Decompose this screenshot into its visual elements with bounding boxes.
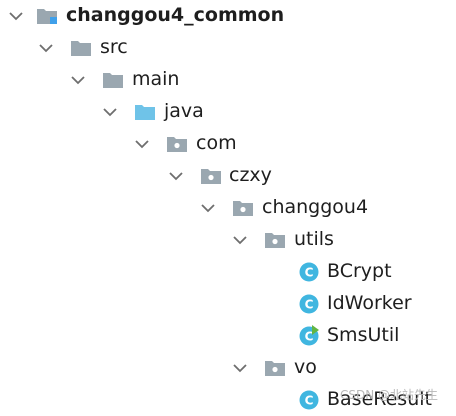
tree-node-czxy[interactable]: czxy [0,160,456,192]
chevron-down-icon[interactable] [232,360,248,376]
class-icon: C [299,294,319,314]
chevron-down-icon[interactable] [102,104,118,120]
tree-node-label: changgou4 [262,196,369,218]
tree-node-label: java [164,100,204,122]
tree-node-smsutil[interactable]: C SmsUtil [0,320,456,352]
tree-node-label: changgou4_common [66,4,285,26]
tree-node-java[interactable]: java [0,96,456,128]
source-root-folder-icon [135,105,155,120]
tree-node-label: utils [294,228,334,250]
class-icon: C [299,390,319,410]
module-folder-icon [37,9,57,24]
svg-text:C: C [305,330,314,344]
chevron-down-icon[interactable] [200,200,216,216]
tree-node-label: IdWorker [327,292,412,314]
folder-icon [103,73,123,88]
tree-node-label: BCrypt [327,260,392,282]
tree-node-label: SmsUtil [327,324,400,346]
runnable-class-icon: C [299,325,319,346]
tree-node-com[interactable]: com [0,128,456,160]
class-icon: C [299,262,319,282]
chevron-down-icon[interactable] [168,168,184,184]
chevron-down-icon[interactable] [134,136,150,152]
tree-node-changgou4-common[interactable]: changgou4_common [0,0,456,32]
svg-text:C: C [305,394,314,408]
chevron-down-icon[interactable] [8,8,24,24]
package-icon [265,361,285,376]
tree-node-main[interactable]: main [0,64,456,96]
chevron-down-icon[interactable] [38,40,54,56]
tree-node-vo[interactable]: vo [0,352,456,384]
tree-node-utils[interactable]: utils [0,224,456,256]
package-icon [233,201,253,216]
chevron-down-icon[interactable] [70,72,86,88]
folder-icon [71,41,91,56]
tree-node-idworker[interactable]: C IdWorker [0,288,456,320]
tree-node-label: main [132,68,180,90]
tree-node-label: src [100,36,128,58]
csdn-watermark: CSDN @北站先生 [340,388,439,402]
chevron-down-icon[interactable] [232,232,248,248]
package-icon [167,137,187,152]
tree-node-changgou4[interactable]: changgou4 [0,192,456,224]
tree-node-label: czxy [229,164,272,186]
tree-node-label: BaseResult [327,388,432,410]
tree-node-label: vo [294,356,317,378]
tree-node-baseresult[interactable]: C BaseResult [0,384,456,416]
tree-node-src[interactable]: src [0,32,456,64]
tree-node-bcrypt[interactable]: C BCrypt [0,256,456,288]
tree-node-label: com [196,132,237,154]
package-icon [201,169,221,184]
svg-text:C: C [305,298,314,312]
svg-text:C: C [305,266,314,280]
package-icon [265,233,285,248]
